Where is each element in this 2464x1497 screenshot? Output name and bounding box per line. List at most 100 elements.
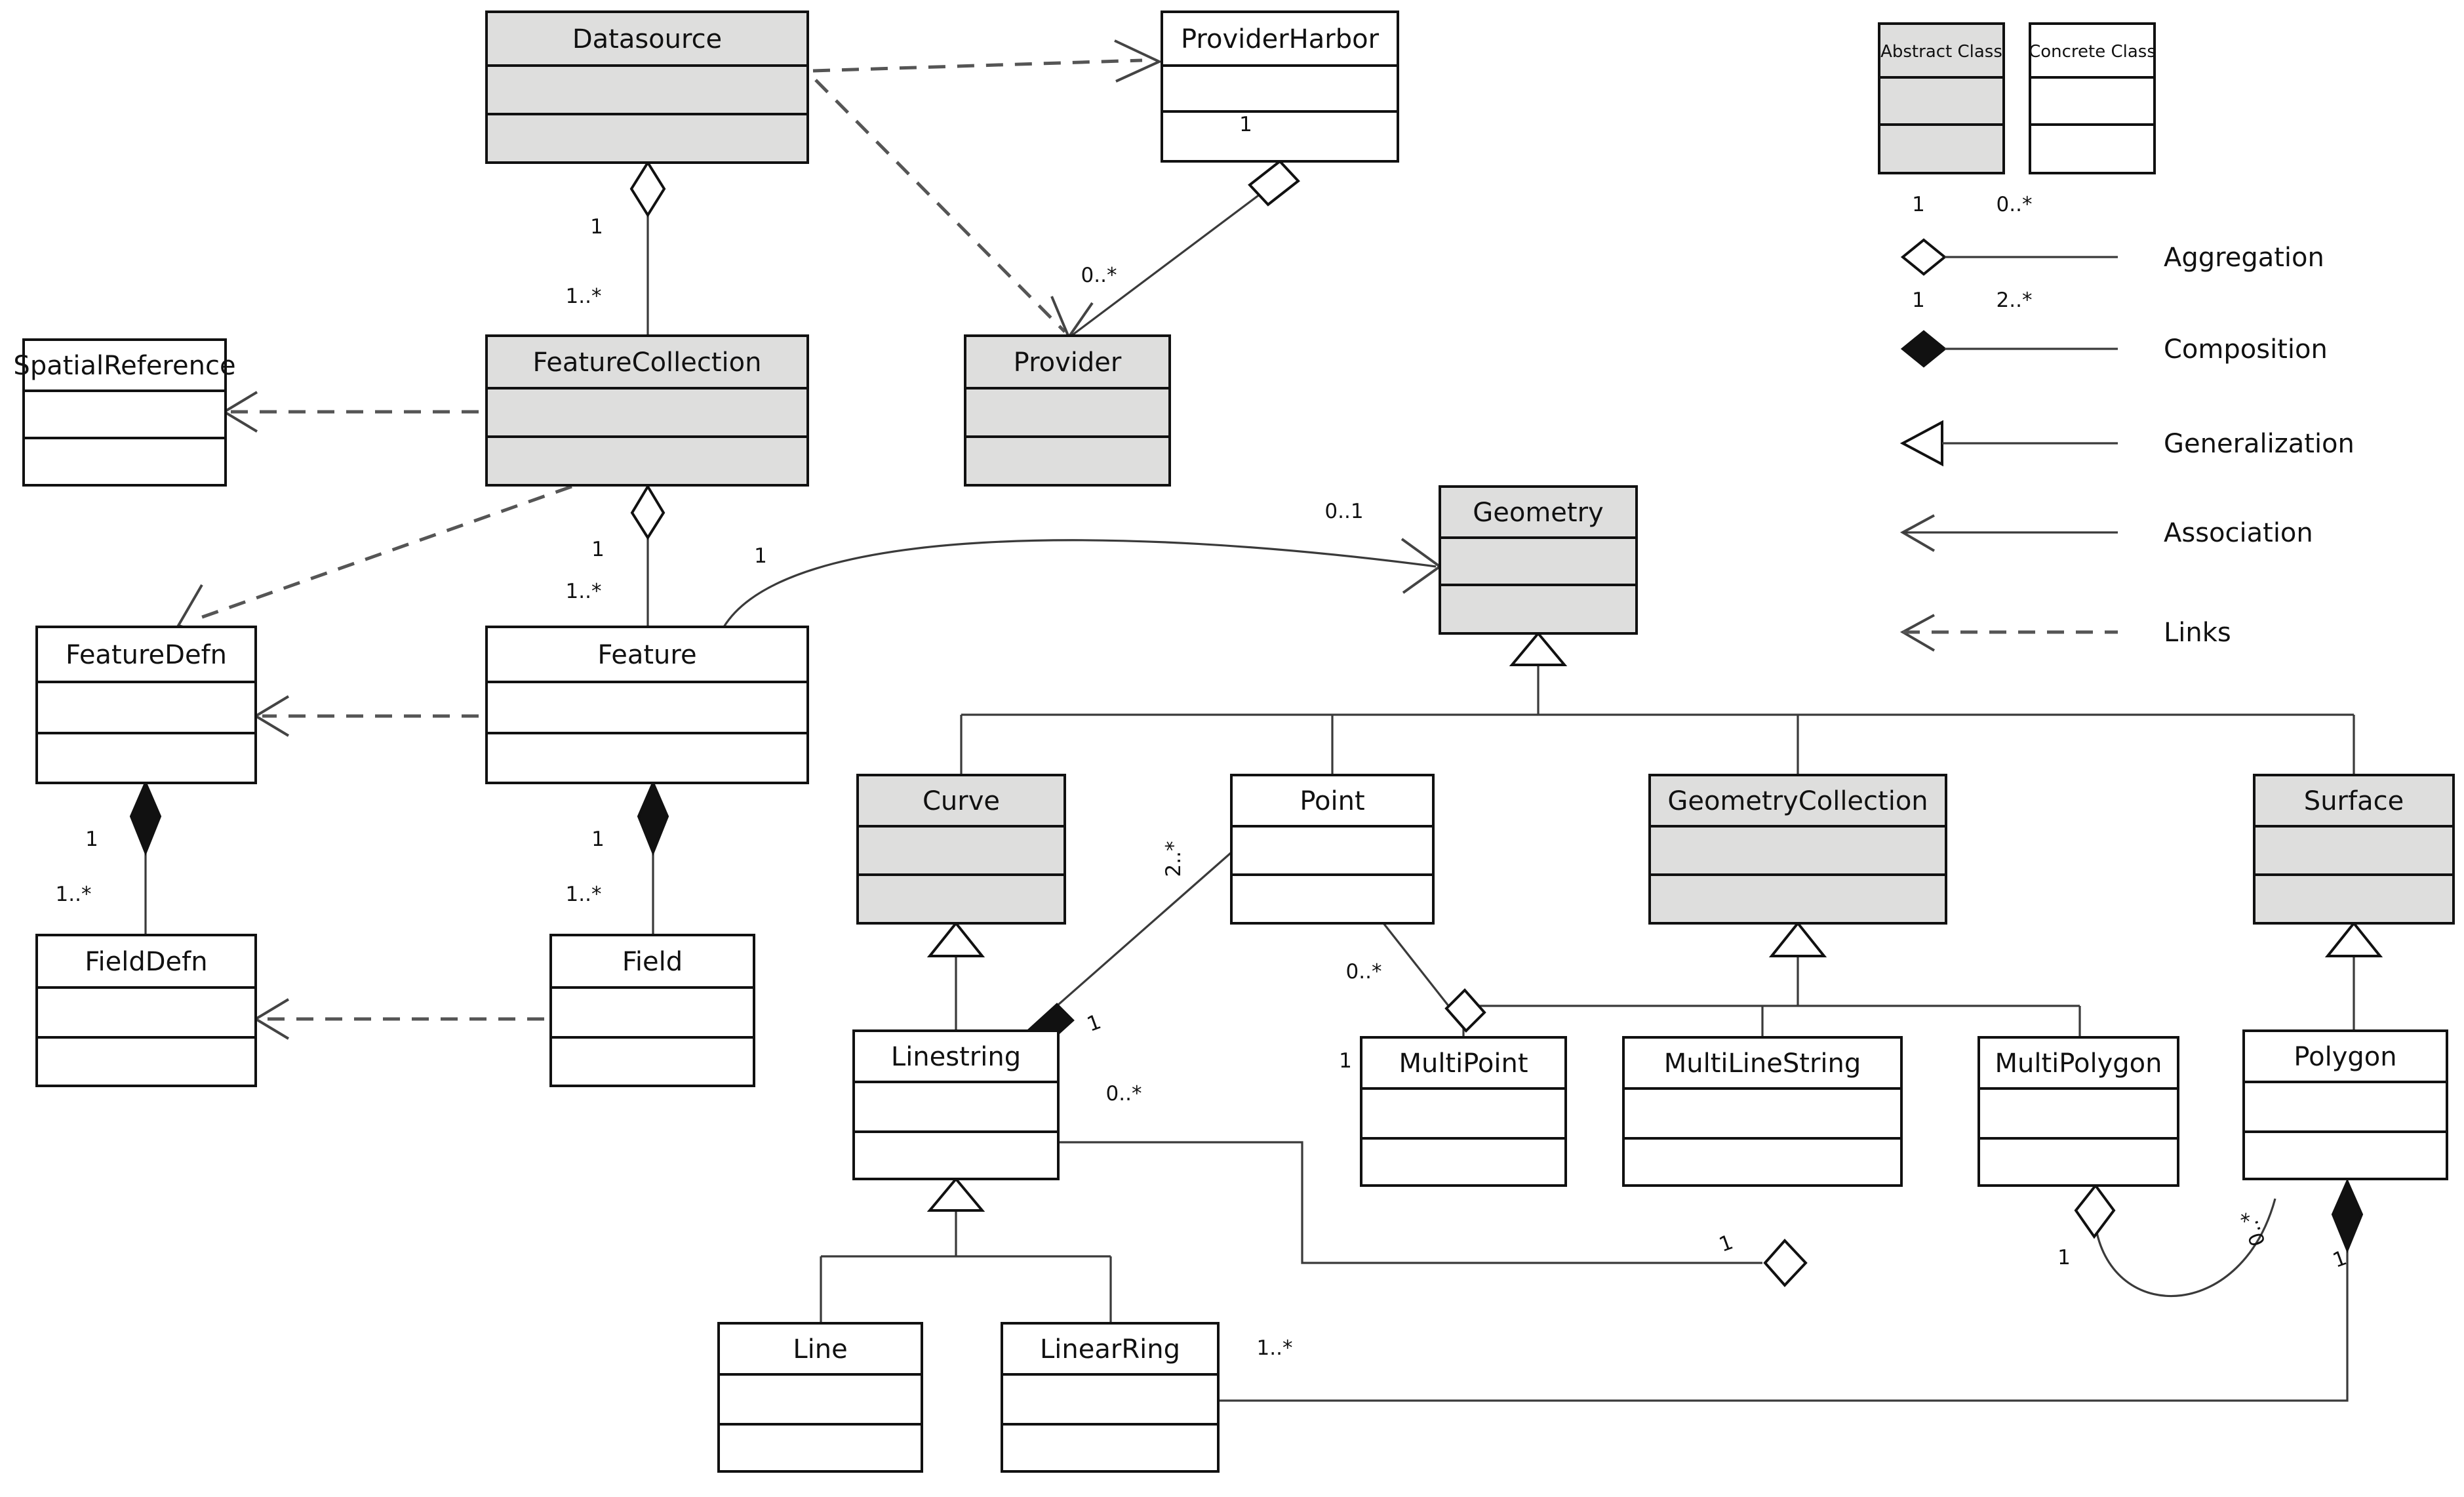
class-box-provider[interactable]: Provider	[964, 334, 1171, 487]
class-box-linestring[interactable]: Linestring	[852, 1029, 1060, 1180]
class-box-feature[interactable]: Feature	[485, 626, 809, 784]
class-box-frame	[1648, 774, 1947, 925]
class-name-label: Linestring	[891, 1042, 1021, 1072]
edge-geometry-generalization-tree[interactable]	[960, 631, 2355, 775]
class-name-label: MultiPoint	[1399, 1048, 1528, 1079]
edge-field-fielddefn[interactable]	[253, 998, 544, 1040]
class-boxes-layer: Datasource ProviderHarborFeatureCollectio…	[13, 10, 2455, 1473]
class-box-point[interactable]: Point	[1230, 774, 1435, 925]
legend-links-label: Links	[2164, 618, 2231, 648]
class-box-frame	[2253, 774, 2455, 925]
class-box-frame	[856, 774, 1066, 925]
class-name-label: MultiPolygon	[1995, 1048, 2162, 1079]
class-box-field[interactable]: Field	[549, 934, 755, 1087]
multiplicity-label: 1..*	[566, 285, 602, 308]
class-name-label: FeatureCollection	[532, 348, 761, 378]
class-box-multipoint[interactable]: MultiPoint	[1360, 1036, 1567, 1187]
legend-row-association[interactable]: Association	[1899, 514, 2313, 552]
class-box-frame	[485, 334, 809, 487]
edge-feature-geometry[interactable]	[723, 538, 1442, 628]
multiplicity-label: 1	[85, 828, 98, 851]
legend-association-label: Association	[2164, 518, 2313, 548]
class-name-label: LinearRing	[1040, 1334, 1180, 1365]
legend-row-composition[interactable]: Composition	[1900, 330, 2328, 368]
class-box-frame	[485, 626, 809, 784]
legend-box-legend-abstract: Abstract Class	[1878, 22, 2005, 174]
class-box-frame	[2242, 1029, 2448, 1180]
edge-linestring-subclasses[interactable]	[820, 1176, 1112, 1323]
class-name-label: Point	[1300, 786, 1364, 816]
class-box-linearring[interactable]: LinearRing	[1001, 1322, 1220, 1473]
class-name-label: Datasource	[572, 24, 722, 54]
multiplicity-label: 1	[754, 544, 767, 568]
class-name-label: Geometry	[1473, 498, 1603, 528]
edge-featurecollection-featuredefn[interactable]	[176, 485, 572, 639]
class-box-frame	[1001, 1322, 1220, 1473]
edge-surface-polygon[interactable]	[2324, 921, 2383, 1031]
class-name-label: ProviderHarbor	[1181, 24, 1380, 54]
edge-point-multipoint[interactable]	[1382, 923, 1486, 1033]
edge-providerharbor-provider[interactable]	[1071, 159, 1300, 337]
class-name-label: FieldDefn	[85, 947, 207, 977]
class-box-providerharbor[interactable]: ProviderHarbor	[1161, 10, 1399, 163]
multiplicity-label: 0..*	[1081, 264, 1117, 287]
edge-datasource-featurecollection[interactable]	[629, 160, 666, 336]
class-box-fielddefn[interactable]: FieldDefn	[35, 934, 257, 1087]
class-box-frame	[1439, 485, 1638, 635]
edge-featurecollection-feature[interactable]	[630, 484, 666, 627]
class-box-frame	[964, 334, 1171, 487]
class-box-geometrycollection[interactable]: GeometryCollection	[1648, 774, 1947, 925]
multiplicity-label: 1	[590, 215, 603, 239]
class-box-line[interactable]: Line	[717, 1322, 923, 1473]
edge-feature-featuredefn[interactable]	[253, 695, 479, 737]
edge-geometrycollection-subclasses[interactable]	[1462, 921, 2081, 1037]
class-box-multilinestring[interactable]: MultiLineString	[1622, 1036, 1903, 1187]
multiplicity-label: 0..*	[1106, 1082, 1142, 1106]
class-name-label: Surface	[2304, 786, 2404, 816]
class-box-frame	[1360, 1036, 1567, 1187]
multiplicity-label: 1..*	[56, 883, 92, 906]
edge-polygon-linearring[interactable]	[1218, 1178, 2364, 1402]
legend-multiplicity-label: 2..*	[1997, 289, 2033, 312]
multiplicity-label: 0..*	[1346, 960, 1382, 984]
class-box-frame	[35, 934, 257, 1087]
edge-featuredefn-fielddefn[interactable]	[129, 779, 162, 935]
class-box-spatialreference[interactable]: SpatialReference	[13, 338, 236, 487]
class-box-polygon[interactable]: Polygon	[2242, 1029, 2448, 1180]
multiplicity-label: 1	[591, 828, 605, 851]
edge-multipolygon-polygon[interactable]	[2074, 1183, 2276, 1297]
edge-featurecollection-spatialreference[interactable]	[222, 391, 479, 433]
class-box-featurecollection[interactable]: FeatureCollection	[485, 334, 809, 487]
class-box-surface[interactable]: Surface	[2253, 774, 2455, 925]
legend-box-frame	[2029, 22, 2156, 174]
class-box-curve[interactable]: Curve	[856, 774, 1066, 925]
edge-feature-field[interactable]	[637, 779, 669, 935]
legend-row-generalization[interactable]: Generalization	[1899, 420, 2355, 467]
class-box-frame	[1161, 10, 1399, 163]
class-box-frame	[485, 10, 809, 164]
class-box-geometry[interactable]: Geometry	[1439, 485, 1638, 635]
class-box-datasource[interactable]: Datasource	[485, 10, 809, 164]
edge-datasource-provider[interactable]	[814, 79, 1094, 340]
class-box-frame	[852, 1029, 1060, 1180]
class-box-frame	[1622, 1036, 1903, 1187]
edge-curve-linestring[interactable]	[926, 921, 985, 1031]
edge-linestring-multilinestring[interactable]	[1058, 1141, 1808, 1287]
legend-box-title: Abstract Class	[1880, 42, 2002, 62]
multiplicity-label: 1..*	[566, 883, 602, 906]
class-box-featuredefn[interactable]: FeatureDefn	[35, 626, 257, 784]
legend-row-aggregation[interactable]: Aggregation	[1900, 238, 2324, 276]
legend-row-links[interactable]: Links	[1899, 614, 2231, 652]
class-name-label: Field	[622, 947, 683, 977]
legend-multiplicity-label: 0..*	[1997, 193, 2033, 216]
class-box-multipolygon[interactable]: MultiPolygon	[1977, 1036, 2179, 1187]
class-name-label: Provider	[1014, 348, 1122, 378]
class-box-frame	[1977, 1036, 2179, 1187]
legend-multiplicity-label: 1	[1912, 193, 1925, 216]
edge-datasource-providerharbor[interactable]	[812, 39, 1162, 83]
